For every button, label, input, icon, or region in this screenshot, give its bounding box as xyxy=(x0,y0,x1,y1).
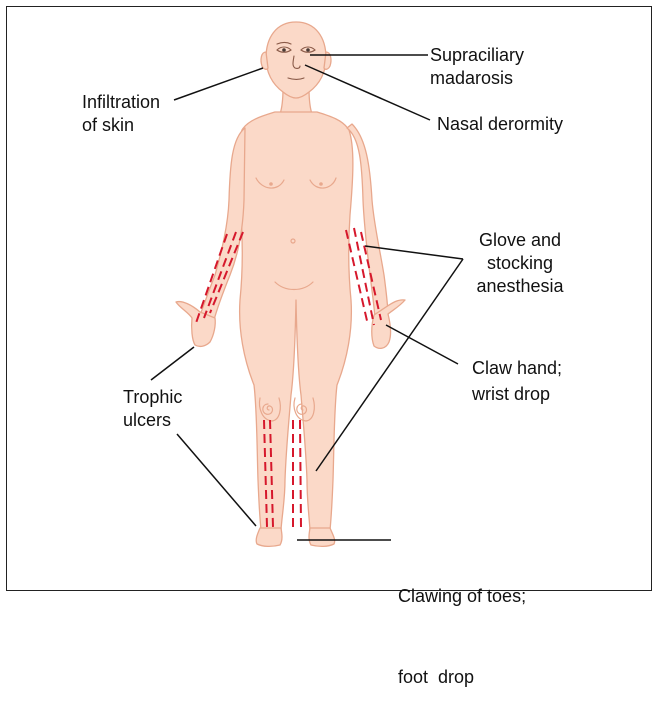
label-glove-line-3: anesthesia xyxy=(464,275,576,298)
leader-nasal xyxy=(305,65,430,120)
torso-legs xyxy=(238,112,353,530)
label-trophic-line-2: ulcers xyxy=(123,409,182,432)
left-pupil xyxy=(282,48,286,52)
label-glove-line-1: Glove and xyxy=(464,229,576,252)
label-glove-line-2: stocking xyxy=(464,252,576,275)
right-pupil xyxy=(306,48,310,52)
human-figure-illustration xyxy=(0,0,662,599)
leader-trophic-hand xyxy=(151,347,194,380)
label-infiltration-of-skin: Infiltration of skin xyxy=(82,91,160,137)
left-ear xyxy=(261,52,268,69)
label-supraciliary-madarosis: Supraciliary madarosis xyxy=(430,44,524,90)
label-infiltration-line-2: of skin xyxy=(82,114,160,137)
right-foot xyxy=(309,528,335,546)
label-infiltration-line-1: Infiltration xyxy=(82,91,160,114)
label-claw-hand-wrist-drop: Claw hand; wrist drop xyxy=(472,355,562,407)
label-nasal-deformity: Nasal derormity xyxy=(437,113,563,136)
leader-claw-hand xyxy=(386,325,458,364)
label-clawing-line-1: Clawing of toes; xyxy=(398,583,526,610)
label-claw-line-2: wrist drop xyxy=(472,381,562,407)
right-nipple xyxy=(319,182,323,186)
label-claw-line-1: Claw hand; xyxy=(472,355,562,381)
label-nasal-line-1: Nasal derormity xyxy=(437,113,563,136)
label-clawing-line-2: foot drop xyxy=(398,664,526,691)
left-foot xyxy=(256,528,282,546)
label-trophic-line-1: Trophic xyxy=(123,386,182,409)
label-trophic-ulcers: Trophic ulcers xyxy=(123,386,182,432)
label-supraciliary-line-2: madarosis xyxy=(430,67,524,90)
label-clawing-of-toes-foot-drop: Clawing of toes; foot drop xyxy=(398,529,526,718)
label-supraciliary-line-1: Supraciliary xyxy=(430,44,524,67)
left-nipple xyxy=(269,182,273,186)
label-glove-and-stocking-anesthesia: Glove and stocking anesthesia xyxy=(464,229,576,298)
head xyxy=(266,22,326,98)
leader-infiltration xyxy=(174,68,263,100)
leader-trophic-foot xyxy=(177,434,256,526)
